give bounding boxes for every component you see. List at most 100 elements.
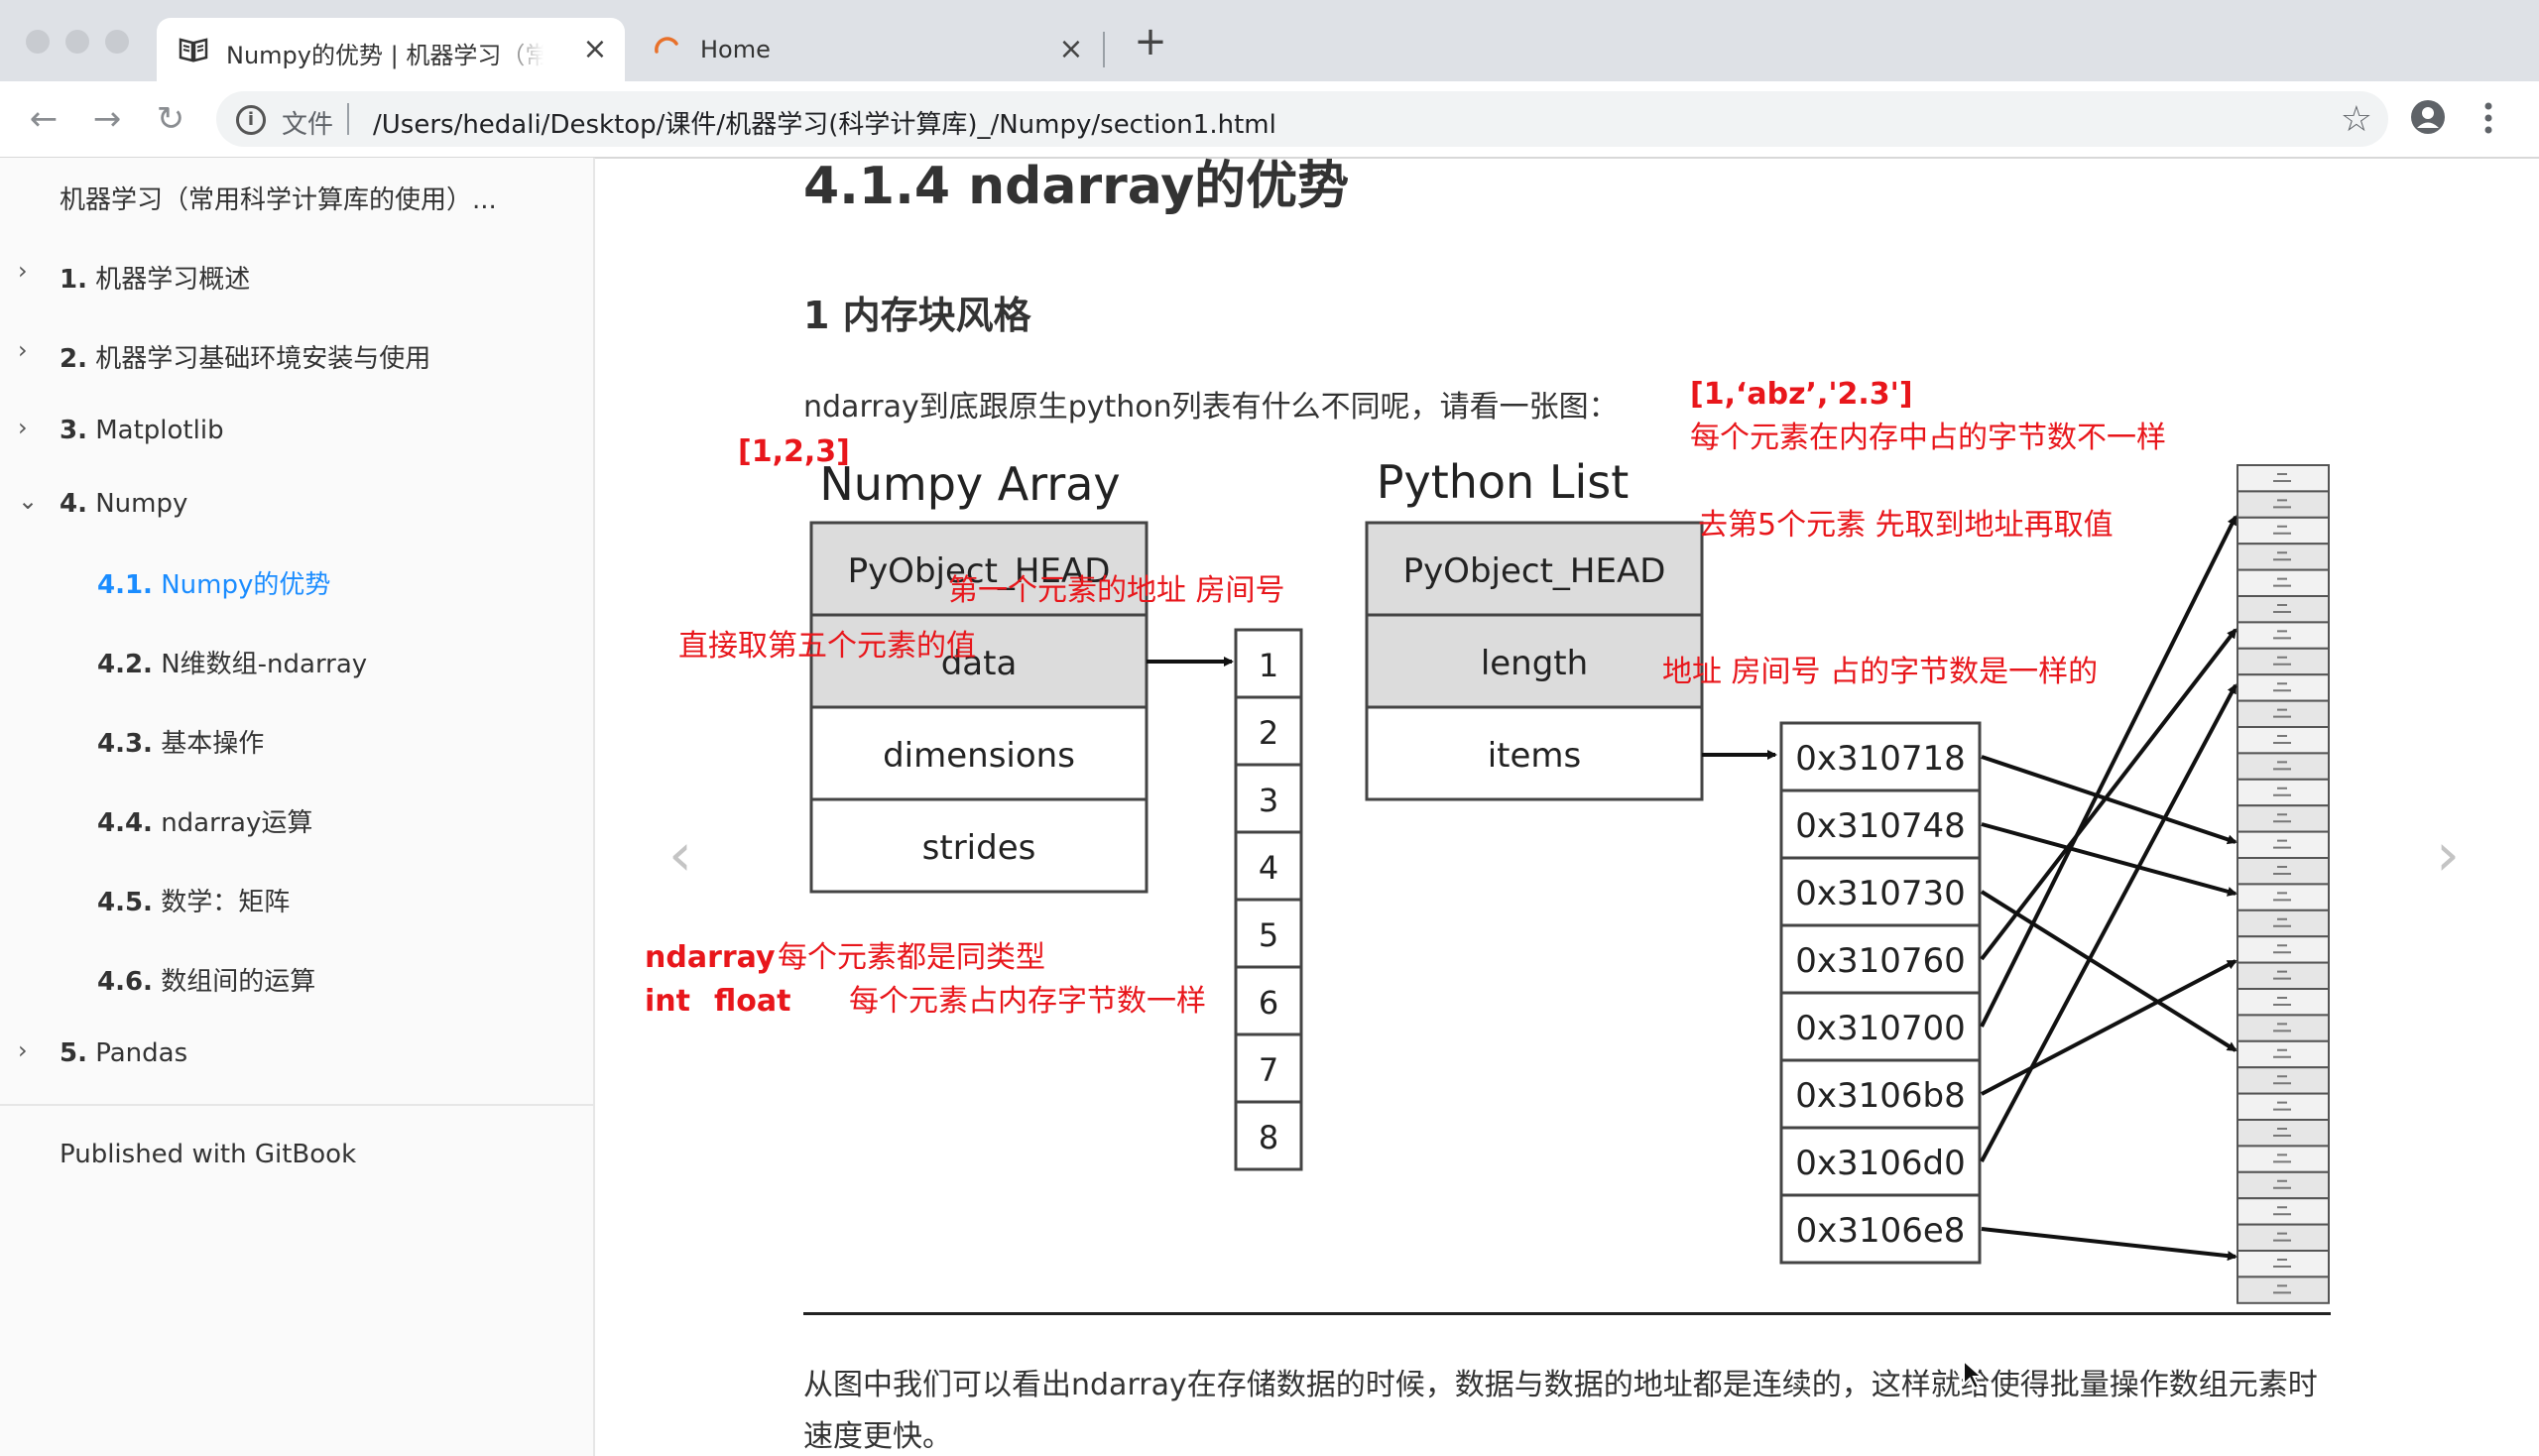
numpy-value-label: 1 bbox=[1259, 647, 1278, 684]
tab-home[interactable]: Home × bbox=[635, 18, 1101, 81]
close-icon[interactable]: × bbox=[582, 32, 608, 66]
memory-cell bbox=[2237, 1145, 2330, 1173]
tab-strip: Numpy的优势 | 机器学习（常用科学计算库的使用） × Home × + bbox=[0, 0, 2539, 81]
address-pointer-arrow bbox=[1981, 755, 2237, 845]
memory-cell bbox=[2237, 1250, 2330, 1278]
memory-cell-mark bbox=[2273, 735, 2291, 744]
sidebar-item-number: 4.5. bbox=[97, 888, 153, 917]
memory-cell-mark bbox=[2273, 1206, 2291, 1216]
sidebar-item-5[interactable]: 4.1. Numpy的优势 bbox=[0, 552, 593, 612]
memory-cell-mark bbox=[2273, 656, 2291, 666]
memory-cell-mark bbox=[2273, 787, 2291, 796]
list-field-label: PyObject_HEAD bbox=[1403, 551, 1666, 591]
memory-cell-mark bbox=[2273, 1284, 2291, 1294]
memory-cell-mark bbox=[2273, 839, 2291, 849]
sidebar-item-10[interactable]: 4.6. 数组间的运算 bbox=[0, 949, 593, 1009]
list-field-box bbox=[1365, 521, 1704, 617]
sidebar-item-6[interactable]: 4.2. N维数组-ndarray bbox=[0, 632, 593, 691]
sidebar-book-title[interactable]: 机器学习（常用科学计算库的使用）... bbox=[60, 185, 497, 215]
sidebar-item-text: ndarray运算 bbox=[152, 808, 313, 838]
profile-icon[interactable] bbox=[2410, 99, 2446, 135]
sidebar-divider bbox=[0, 1104, 593, 1106]
back-arrow-icon[interactable]: ← bbox=[29, 99, 59, 139]
chevron-right-icon[interactable]: › bbox=[18, 257, 28, 285]
memory-cell bbox=[2237, 1170, 2330, 1200]
address-bar[interactable]: i 文件 /Users/hedali/Desktop/课件/机器学习(科学计算库… bbox=[216, 91, 2388, 147]
numpy-value-cell bbox=[1234, 628, 1303, 699]
memory-cell-mark bbox=[2273, 917, 2291, 927]
memory-cell-mark bbox=[2273, 866, 2291, 875]
sidebar-item-2[interactable]: ›2. 机器学习基础环境安装与使用 bbox=[0, 326, 593, 386]
sidebar-item-7[interactable]: 4.3. 基本操作 bbox=[0, 711, 593, 771]
book-icon bbox=[179, 38, 208, 62]
memory-cell-mark bbox=[2273, 1101, 2291, 1111]
memory-cell-mark bbox=[2273, 892, 2291, 902]
chevron-right-icon[interactable]: › bbox=[18, 414, 28, 441]
sidebar-item-number: 4.2. bbox=[97, 650, 153, 679]
list-field-label: items bbox=[1488, 736, 1582, 776]
memory-cell bbox=[2237, 1197, 2330, 1226]
memory-cell bbox=[2237, 726, 2330, 755]
sidebar-item-number: 3. bbox=[60, 416, 87, 445]
sidebar-item-8[interactable]: 4.4. ndarray运算 bbox=[0, 790, 593, 850]
memory-cell-mark bbox=[2273, 813, 2291, 823]
memory-cell bbox=[2237, 490, 2330, 519]
new-tab-button[interactable]: + bbox=[1134, 19, 1167, 64]
numpy-value-cell bbox=[1234, 763, 1303, 834]
close-icon[interactable]: × bbox=[1058, 32, 1084, 66]
tab-numpy[interactable]: Numpy的优势 | 机器学习（常用科学计算库的使用） × bbox=[157, 18, 625, 81]
memory-cell bbox=[2237, 699, 2330, 728]
sidebar-item-number: 4.3. bbox=[97, 729, 153, 759]
sidebar-item-label: 1. 机器学习概述 bbox=[60, 259, 250, 296]
memory-cell bbox=[2237, 988, 2330, 1017]
memory-cell-mark bbox=[2273, 1153, 2291, 1163]
memory-cell bbox=[2237, 464, 2330, 493]
memory-cell bbox=[2237, 595, 2330, 624]
memory-cell-mark bbox=[2273, 1075, 2291, 1085]
memory-cell bbox=[2237, 516, 2330, 546]
chevron-right-icon[interactable]: › bbox=[18, 336, 28, 364]
address-label: 0x3106b8 bbox=[1795, 1076, 1966, 1116]
sidebar-item-9[interactable]: 4.5. 数学：矩阵 bbox=[0, 870, 593, 929]
address-label: 0x310700 bbox=[1795, 1009, 1966, 1048]
address-label: 0x310718 bbox=[1795, 739, 1966, 779]
sidebar-item-text: Numpy bbox=[86, 489, 188, 519]
memory-cell bbox=[2237, 673, 2330, 702]
gitbook-footer-link[interactable]: Published with GitBook bbox=[60, 1140, 357, 1169]
sidebar-item-label: 4.2. N维数组-ndarray bbox=[97, 644, 367, 680]
tab-title: Numpy的优势 | 机器学习（常用科学计算库的使用） bbox=[226, 42, 544, 69]
next-page-arrow[interactable]: › bbox=[2436, 820, 2460, 890]
numpy-value-label: 3 bbox=[1259, 782, 1278, 819]
numpy-field-box bbox=[809, 705, 1149, 801]
sidebar-item-1[interactable]: › 1. 机器学习概述 bbox=[0, 247, 593, 306]
sidebar-item-label: 4.1. Numpy的优势 bbox=[97, 564, 330, 601]
memory-cell-mark bbox=[2273, 682, 2291, 692]
window-minimize-button[interactable] bbox=[65, 30, 89, 54]
sidebar-item-4[interactable]: ⌄4. Numpy bbox=[0, 477, 593, 537]
sidebar-item-11[interactable]: ›5. Pandas bbox=[0, 1027, 593, 1086]
star-icon[interactable]: ☆ bbox=[2340, 99, 2372, 140]
memory-layout-figure: Numpy ArrayPyObject_HEADdatadimensionsst… bbox=[645, 377, 2330, 1304]
address-cell bbox=[1779, 856, 1982, 927]
url-text[interactable]: /Users/hedali/Desktop/课件/机器学习(科学计算库)_/Nu… bbox=[373, 110, 1276, 140]
memory-cell bbox=[2237, 1066, 2330, 1095]
reload-icon[interactable]: ↻ bbox=[156, 99, 185, 139]
forward-arrow-icon[interactable]: → bbox=[92, 99, 122, 139]
numpy-value-label: 8 bbox=[1259, 1119, 1278, 1156]
prev-page-arrow[interactable]: ‹ bbox=[668, 820, 692, 890]
sidebar-item-number: 2. bbox=[60, 344, 87, 374]
sidebar-item-3[interactable]: ›3. Matplotlib bbox=[0, 404, 593, 463]
memory-cell bbox=[2237, 830, 2330, 859]
more-menu-icon[interactable] bbox=[2483, 101, 2493, 135]
window-zoom-button[interactable] bbox=[105, 30, 129, 54]
annotation-ndarray: ndarray bbox=[645, 940, 776, 975]
window-close-button[interactable] bbox=[26, 30, 50, 54]
main-content: 4.1.4 ndarray的优势 1 内存块风格 ndarray到底跟原生pyt… bbox=[595, 158, 2539, 1456]
info-icon[interactable]: i bbox=[236, 105, 266, 135]
sidebar-item-text: 数学：矩阵 bbox=[152, 888, 291, 917]
memory-cell-mark bbox=[2273, 604, 2291, 613]
memory-cell-mark bbox=[2273, 761, 2291, 771]
memory-cell bbox=[2237, 1275, 2330, 1304]
chevron-right-icon[interactable]: › bbox=[18, 1036, 28, 1064]
chevron-down-icon[interactable]: ⌄ bbox=[18, 487, 39, 515]
